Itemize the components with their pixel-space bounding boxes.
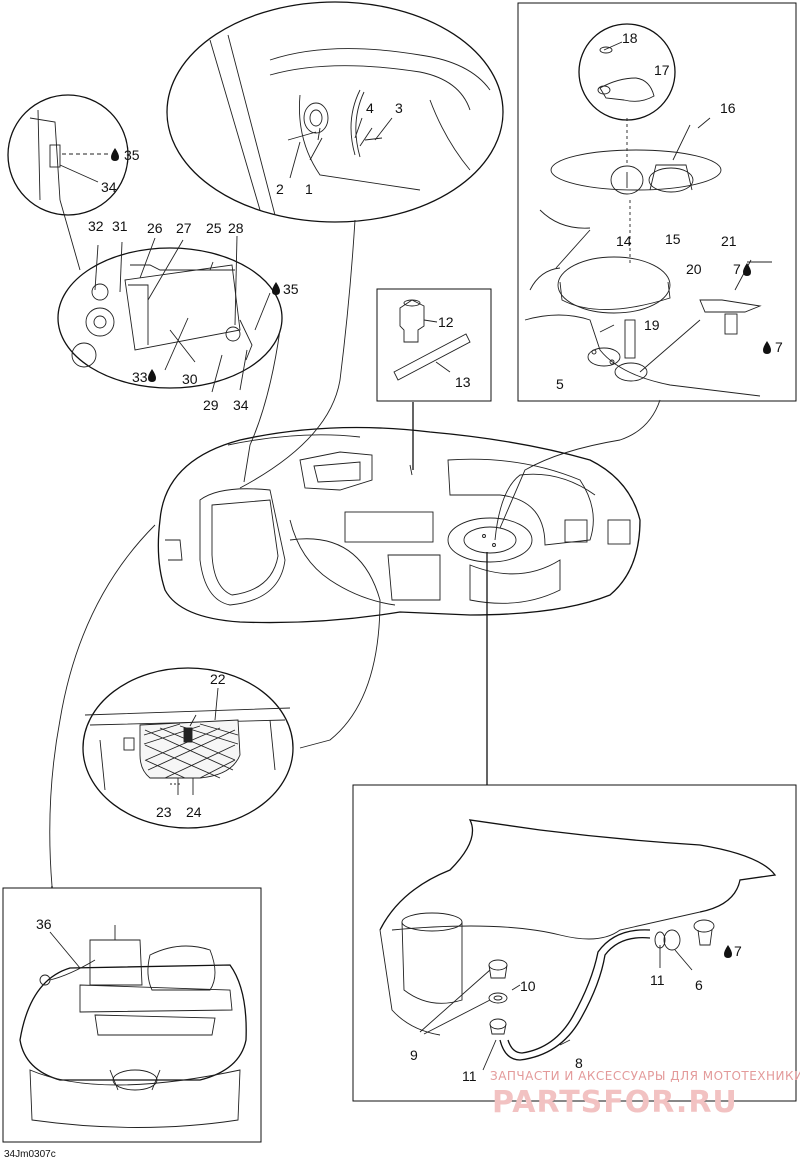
callout-26: 26 [147, 220, 163, 236]
drain-hose [499, 929, 651, 1061]
oil-drop-icon [111, 148, 119, 161]
callout-15: 15 [665, 231, 681, 247]
oil-drop-icons [111, 148, 771, 958]
callout-29: 29 [203, 397, 219, 413]
callout-14: 14 [616, 233, 632, 249]
callout-7-screw: 7 [775, 339, 783, 355]
callout-34-bottom: 34 [233, 397, 249, 413]
figure-code: 34Jm0307c [4, 1149, 56, 1160]
detail-left-small-circle [7, 94, 129, 216]
detail-bilge-drain-box [352, 784, 797, 1102]
callout-18: 18 [622, 30, 638, 46]
callout-9: 9 [410, 1047, 418, 1063]
callout-7-plate: 7 [733, 261, 741, 277]
callout-28: 28 [228, 220, 244, 236]
callout-12: 12 [438, 314, 454, 330]
callout-5: 5 [556, 376, 564, 392]
callout-23: 23 [156, 804, 172, 820]
net-mesh [143, 723, 239, 779]
callout-16: 16 [720, 100, 736, 116]
callout-35-right: 35 [283, 281, 299, 297]
callout-7-bilge: 7 [734, 943, 742, 959]
detail-storage-net-circle [82, 667, 294, 829]
callout-3: 3 [395, 100, 403, 116]
callout-11-left: 11 [462, 1068, 477, 1084]
callout-labels: 1 2 3 4 5 6 7 7 7 8 9 10 11 11 12 13 14 … [36, 30, 783, 1084]
watermark-logo: PARTSFOR.RU [492, 1085, 738, 1120]
callout-33: 33 [132, 369, 148, 385]
callout-2: 2 [276, 181, 284, 197]
detail-rear-view-box [2, 886, 262, 1143]
detail-fuel-cap-circle [166, 1, 504, 223]
callout-35-top: 35 [124, 147, 140, 163]
callout-1: 1 [305, 181, 313, 197]
detail-storage-cover-box [517, 2, 797, 402]
callout-31: 31 [112, 218, 128, 234]
callout-20: 20 [686, 261, 702, 277]
callout-6: 6 [695, 977, 703, 993]
detail-glovebox-door [57, 199, 283, 393]
oil-drop-icon [724, 945, 732, 958]
callout-34-top: 34 [101, 179, 117, 195]
callout-4: 4 [366, 100, 374, 116]
callout-17: 17 [654, 62, 670, 78]
main-deck-overview [49, 219, 661, 887]
oil-drop-icon [763, 341, 771, 354]
callout-10: 10 [520, 978, 536, 994]
callout-19: 19 [644, 317, 660, 333]
callout-11-right: 11 [650, 972, 665, 988]
oil-drop-icon [272, 282, 280, 295]
callout-13: 13 [455, 374, 471, 390]
callout-25: 25 [206, 220, 222, 236]
callout-22: 22 [210, 671, 226, 687]
callout-27: 27 [176, 220, 192, 236]
detail-tool-box [376, 288, 492, 470]
oil-drop-icon [148, 369, 156, 382]
callout-24: 24 [186, 804, 202, 820]
callout-32: 32 [88, 218, 104, 234]
oil-drop-icon [743, 263, 751, 276]
callout-21: 21 [721, 233, 737, 249]
callout-36: 36 [36, 916, 52, 932]
callout-30: 30 [182, 371, 198, 387]
callout-8: 8 [575, 1055, 583, 1071]
watermark-tagline: ЗАПЧАСТИ И АКСЕССУАРЫ ДЛЯ МОТОТЕХНИКИ [490, 1069, 800, 1083]
